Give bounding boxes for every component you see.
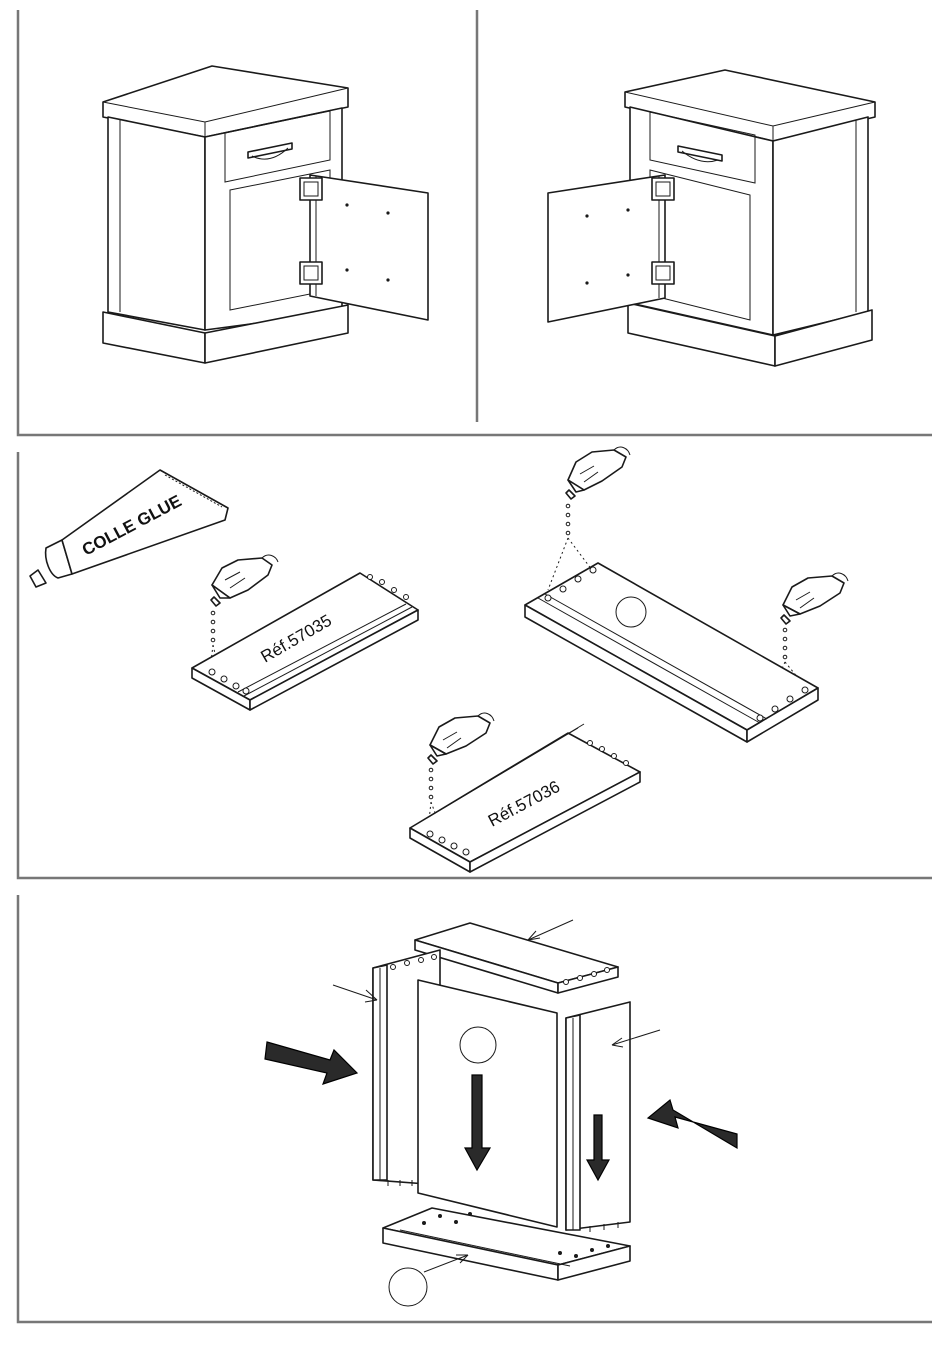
- callout-circle-icon: [616, 597, 646, 627]
- panel-bottom: [525, 563, 818, 742]
- glue-tube-icon: COLLE GLUE: [30, 470, 228, 587]
- nightstand-door-left: [548, 70, 875, 366]
- carcass-assembly: [265, 920, 737, 1306]
- push-arrow-icon: [265, 1042, 357, 1084]
- hand-with-glue-bottle-icon: [781, 573, 848, 624]
- hand-with-glue-bottle-icon: [428, 713, 494, 764]
- callout-circle-icon: [389, 1268, 427, 1306]
- callout-circle-icon: [460, 1027, 496, 1063]
- nightstand-door-right: [103, 66, 428, 363]
- hand-with-glue-bottle-icon: [211, 555, 278, 606]
- hand-with-glue-bottle-icon: [566, 447, 630, 499]
- push-arrow-icon: [648, 1100, 737, 1148]
